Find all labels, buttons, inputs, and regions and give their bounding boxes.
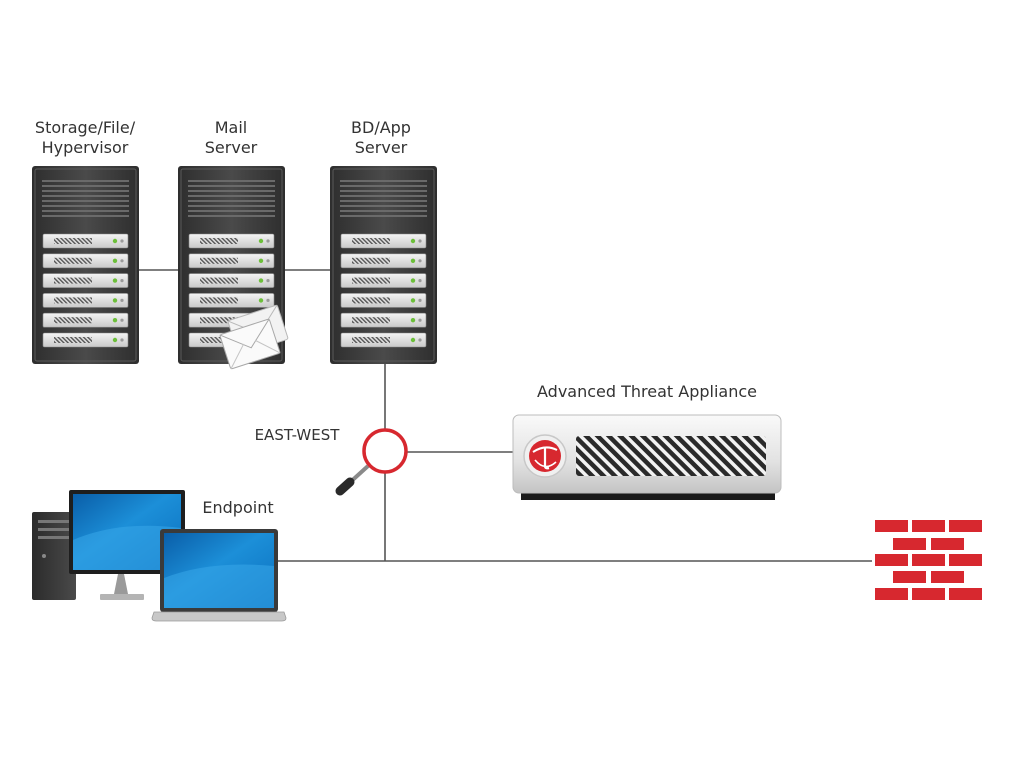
firewall-brick [893, 571, 926, 583]
firewall-brick [875, 554, 908, 566]
trend-logo-icon [523, 434, 567, 478]
firewall-brick [931, 538, 964, 550]
storage-server-label-line1: Storage/File/ [34, 118, 136, 137]
firewall-brick [949, 588, 982, 600]
app-server-label: BD/App Server [326, 118, 436, 158]
firewall-brick [875, 520, 908, 532]
mail-server-label-line1: Mail [214, 118, 248, 137]
server-towers [32, 166, 437, 364]
laptop-icon [151, 529, 287, 622]
firewall-brick [912, 588, 945, 600]
firewall-brick [949, 520, 982, 532]
firewall-brick [893, 538, 926, 550]
magnifier-icon [335, 428, 408, 496]
connections [138, 269, 872, 562]
firewall-brick [949, 554, 982, 566]
appliance-icon [512, 414, 782, 500]
firewall-brick [875, 588, 908, 600]
storage-server-label-line2: Hypervisor [41, 138, 129, 157]
mail-server-label: Mail Server [176, 118, 286, 158]
mail-envelope-icon [219, 304, 289, 370]
appliance-label: Advanced Threat Appliance [537, 382, 757, 401]
east-west-label: EAST-WEST [254, 426, 340, 444]
app-server-label-line1: BD/App [351, 118, 411, 137]
firewall-brick [912, 520, 945, 532]
storage-server-label: Storage/File/ Hypervisor [18, 118, 152, 158]
mail-server-label-line2: Server [204, 138, 258, 157]
endpoint-label: Endpoint [202, 498, 274, 517]
firewall-brick [931, 571, 964, 583]
app-server-label-line2: Server [354, 138, 408, 157]
storage-server-icon [32, 166, 139, 364]
firewall-brick [912, 554, 945, 566]
app-server-icon [330, 166, 437, 364]
firewall-icon [875, 520, 982, 600]
